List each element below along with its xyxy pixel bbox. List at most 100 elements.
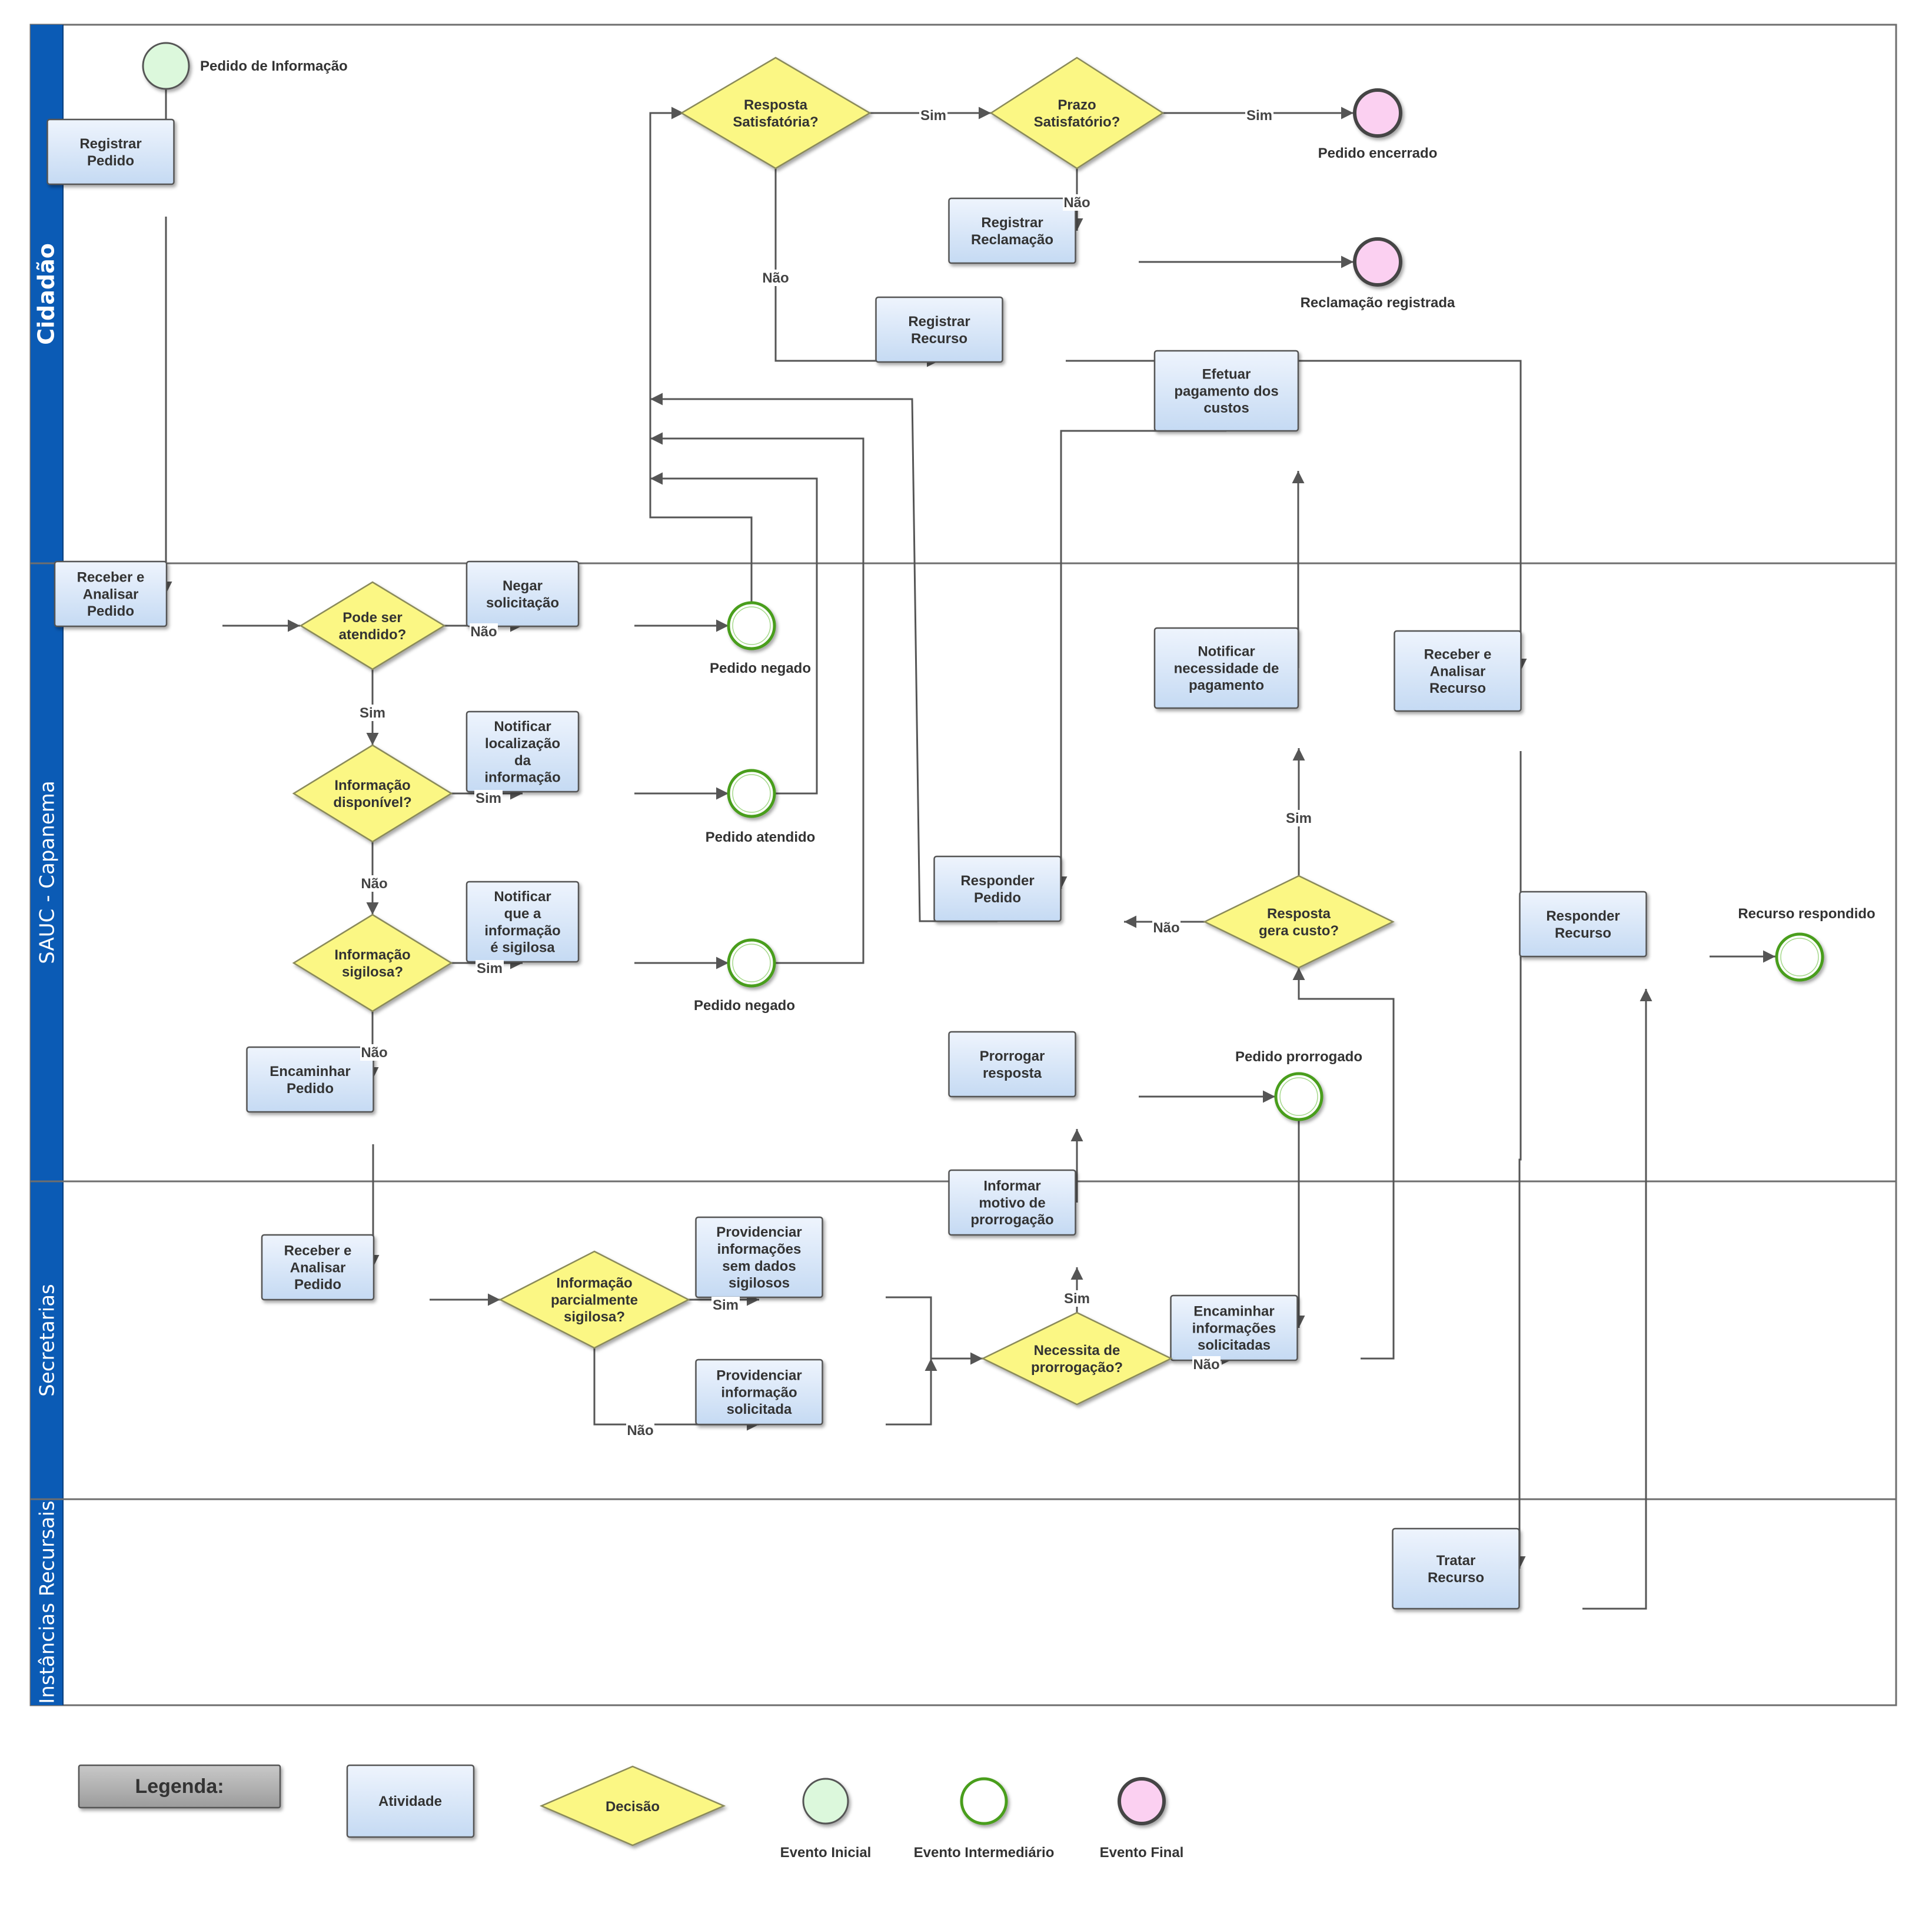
connector: [650, 432, 864, 964]
event-pedido-de-informacao[interactable]: Pedido de Informação: [142, 42, 348, 90]
event-pedido-prorrogado[interactable]: Pedido prorrogado: [1235, 1049, 1362, 1121]
task-box: [1394, 630, 1522, 712]
event-label: Reclamação registrada: [1301, 295, 1455, 311]
edge-label-sim: Sim: [713, 1297, 739, 1313]
legend-title: Legenda:: [78, 1764, 281, 1809]
decision-diamond: [1203, 875, 1395, 969]
lane-label-sauc: SAUC - Capanema: [36, 781, 59, 964]
connector: [1292, 968, 1395, 1360]
intermediate-event-circle: [727, 938, 776, 988]
connector: [650, 472, 818, 795]
intermediate-event-circle: [960, 1777, 1008, 1825]
legend-activity: Atividade: [346, 1764, 475, 1838]
event-recurso-respondido[interactable]: Recurso respondido: [1738, 906, 1876, 982]
task-box: [46, 118, 175, 185]
event-pedido-negado-2[interactable]: Pedido negado: [694, 938, 795, 1014]
task-box: [246, 1046, 374, 1113]
event-reclamacao-registrada[interactable]: Reclamação registrada: [1301, 237, 1455, 311]
edge-label-sim: Sim: [1064, 1291, 1090, 1307]
decision-diamond: [292, 744, 453, 843]
connector: [649, 107, 753, 603]
decision-diamond: [299, 581, 446, 670]
task-box: [948, 197, 1076, 264]
legend-title-text: Legenda:: [135, 1775, 224, 1798]
event-label: Pedido negado: [710, 660, 811, 676]
task-box: [465, 881, 580, 963]
task-box: [261, 1234, 375, 1301]
intermediate-event-circle: [1775, 932, 1824, 982]
intermediate-event-circle: [727, 601, 776, 650]
event-pedido-atendido[interactable]: Pedido atendido: [706, 769, 816, 845]
legend-event-label: Evento Intermediário: [914, 1845, 1055, 1861]
task-box: [465, 560, 580, 627]
end-event-circle: [1353, 237, 1402, 287]
edge-label-sim: Sim: [1246, 108, 1272, 124]
edge-label-sim: Sim: [920, 108, 946, 124]
task-box: [54, 560, 168, 627]
decision-diamond: [981, 1311, 1173, 1406]
task-box: [465, 710, 580, 793]
edge-label-sim: Sim: [477, 961, 503, 977]
lane-label-instancias: Instâncias Recursais: [36, 1500, 59, 1703]
decision-diamond: [292, 914, 453, 1012]
connector: [886, 1296, 983, 1365]
lane-secretarias: Secretarias: [31, 1180, 1896, 1499]
lane-header: [31, 1181, 63, 1499]
edge-label-nao: Não: [1193, 1357, 1219, 1373]
event-pedido-encerrado[interactable]: Pedido encerrado: [1318, 88, 1438, 161]
legend-end-event: Evento Final: [1100, 1777, 1183, 1861]
intermediate-event-circle: [727, 769, 776, 818]
edge-label-nao: Não: [1153, 920, 1179, 936]
edge-label-nao: Não: [361, 876, 387, 892]
edge-label-sim: Sim: [1286, 811, 1312, 826]
legend-event-label: Evento Inicial: [780, 1845, 872, 1861]
end-event-circle: [1353, 88, 1402, 138]
task-box: [695, 1359, 823, 1426]
event-pedido-negado-1[interactable]: Pedido negado: [710, 601, 811, 676]
